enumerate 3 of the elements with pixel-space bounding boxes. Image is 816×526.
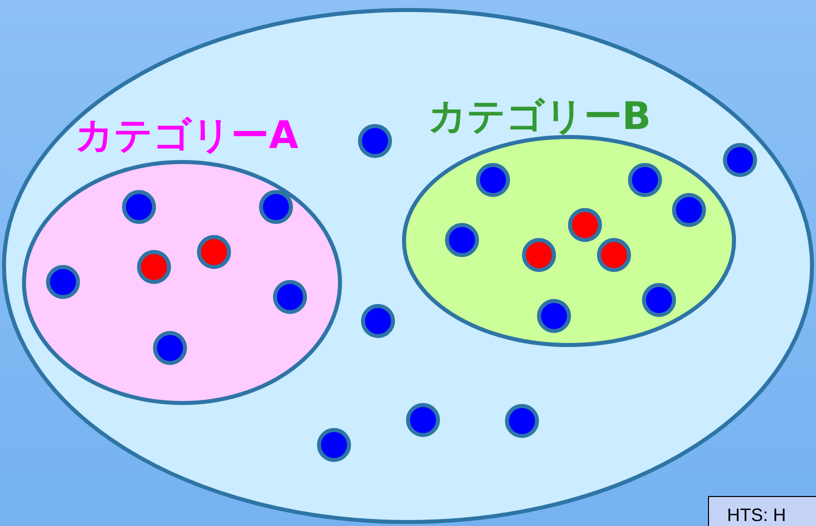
category-label: カテゴリーB	[428, 97, 651, 135]
note-text: HTS: H	[727, 505, 786, 526]
category-label: カテゴリーA	[75, 116, 298, 154]
